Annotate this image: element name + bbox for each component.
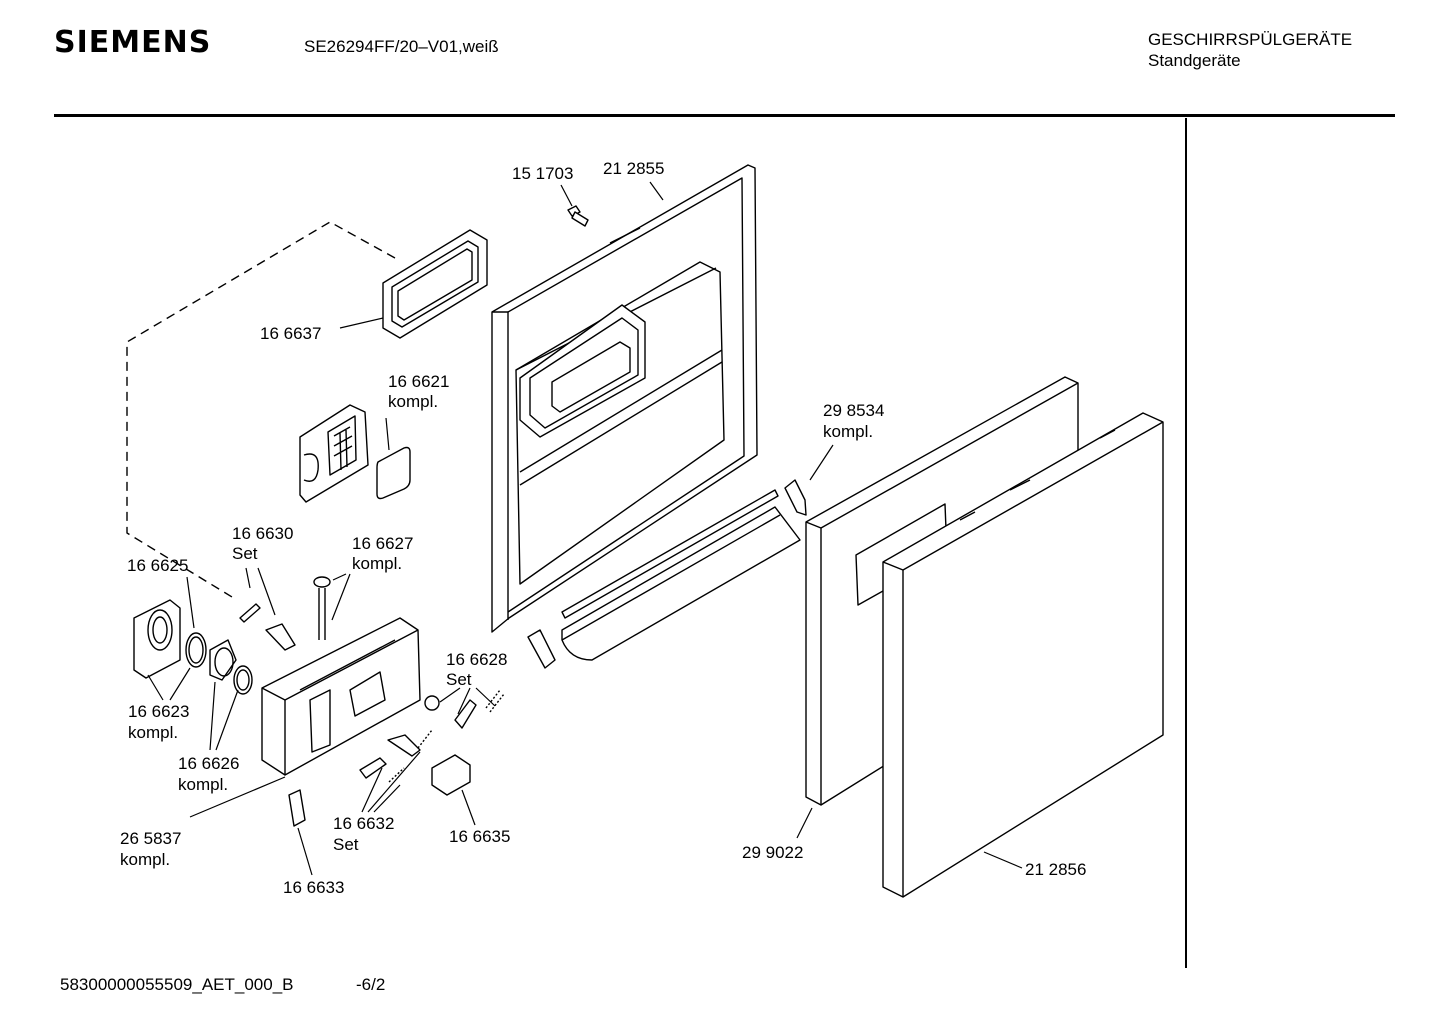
model-number: SE26294FF/20–V01,weiß xyxy=(304,37,499,56)
label-166621-note: kompl. xyxy=(388,392,438,411)
header-divider xyxy=(54,114,1395,117)
spring-clip-set xyxy=(239,603,296,651)
dispenser-housing xyxy=(261,617,421,776)
part-labels: 15 1703 21 2855 16 6637 16 6621 kompl. 2… xyxy=(120,159,1086,897)
window-seal xyxy=(382,229,488,339)
margin-divider xyxy=(1185,118,1187,968)
appliance-category: GESCHIRRSPÜLGERÄTE xyxy=(1148,30,1353,49)
door-bottom-rail xyxy=(527,489,801,669)
label-166623-note: kompl. xyxy=(128,723,178,742)
clip-part xyxy=(288,789,306,827)
label-298534: 29 8534 xyxy=(823,401,884,420)
lever-springs xyxy=(359,689,505,783)
hinge-part xyxy=(784,479,807,516)
hub-ring xyxy=(233,665,253,695)
brand-logo: SIEMENS xyxy=(54,25,212,60)
label-212855: 21 2855 xyxy=(603,159,664,178)
assembly-dashed-outline xyxy=(126,221,396,598)
screw-part xyxy=(567,205,589,227)
label-166621: 16 6621 xyxy=(388,372,449,391)
label-166632: 16 6632 xyxy=(333,814,394,833)
label-299022: 29 9022 xyxy=(742,843,803,862)
label-166628: 16 6628 xyxy=(446,650,507,669)
label-298534-note: kompl. xyxy=(823,422,873,441)
dispenser-lid xyxy=(133,599,181,679)
drawing-id: 58300000055509_AET_000_B xyxy=(60,975,294,994)
label-151703: 15 1703 xyxy=(512,164,573,183)
lid-seal-ring xyxy=(185,632,207,668)
dispenser-cover xyxy=(299,404,411,503)
label-265837: 26 5837 xyxy=(120,829,181,848)
label-166628-note: Set xyxy=(446,670,472,689)
page-number: -6/2 xyxy=(356,975,386,994)
lid-hub xyxy=(209,639,237,681)
inner-door-panel xyxy=(491,164,758,633)
appliance-subcategory: Standgeräte xyxy=(1148,51,1241,70)
leader-lines xyxy=(147,181,1023,876)
dispenser-window xyxy=(519,304,646,438)
label-166627: 16 6627 xyxy=(352,534,413,553)
label-166630: 16 6630 xyxy=(232,524,293,543)
label-166626: 16 6626 xyxy=(178,754,239,773)
label-166626-note: kompl. xyxy=(178,775,228,794)
label-166630-note: Set xyxy=(232,544,258,563)
label-166625: 16 6625 xyxy=(127,556,188,575)
switch-part xyxy=(431,754,471,796)
label-265837-note: kompl. xyxy=(120,850,170,869)
label-166623: 16 6623 xyxy=(128,702,189,721)
label-212856: 21 2856 xyxy=(1025,860,1086,879)
label-166632-note: Set xyxy=(333,835,359,854)
label-166637: 16 6637 xyxy=(260,324,321,343)
label-166627-note: kompl. xyxy=(352,554,402,573)
decor-panel xyxy=(882,412,1164,898)
label-166633: 16 6633 xyxy=(283,878,344,897)
float-valve xyxy=(313,576,331,640)
label-166635: 16 6635 xyxy=(449,827,510,846)
